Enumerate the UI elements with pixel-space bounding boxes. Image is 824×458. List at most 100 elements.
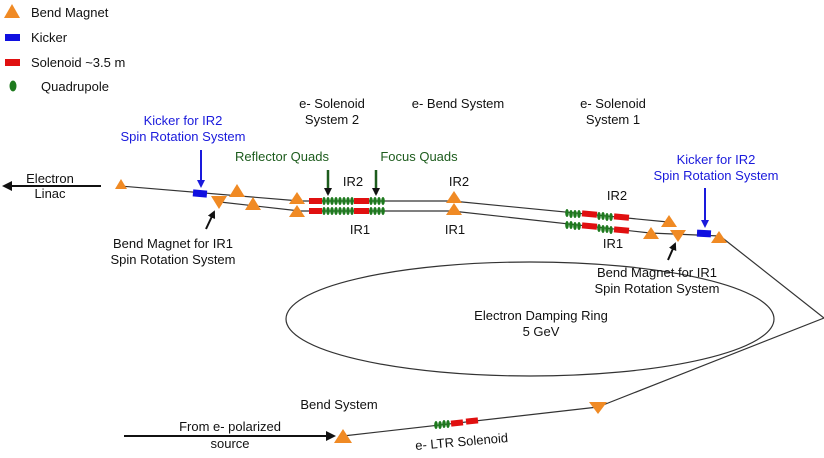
beamline-return xyxy=(597,317,824,408)
quadrupoles xyxy=(322,197,613,429)
beamline-ir2-to-right xyxy=(451,200,669,223)
kicker-right-label: Spin Rotation System xyxy=(653,168,778,183)
quadrupole xyxy=(342,207,346,215)
kicker-left-label: Spin Rotation System xyxy=(120,129,245,144)
kicker-right xyxy=(696,229,712,238)
legend-bend-magnet-icon xyxy=(4,4,20,18)
ir1-label: IR1 xyxy=(603,236,623,251)
quadrupole xyxy=(577,210,581,218)
quadrupole xyxy=(334,207,338,215)
quadrupole xyxy=(601,212,605,220)
bend-magnet xyxy=(670,230,686,242)
beamline-lower-branch xyxy=(219,201,301,212)
quadrupole xyxy=(330,197,334,205)
quadrupole xyxy=(438,421,442,429)
quadrupole xyxy=(565,209,569,217)
electron-damping-ring xyxy=(285,261,775,377)
quadrupole xyxy=(330,207,334,215)
quadrupole xyxy=(605,225,609,233)
quadrupole xyxy=(369,207,373,215)
solenoid xyxy=(354,208,369,214)
quadrupole xyxy=(373,197,377,205)
bend-ir1-left-label: Bend Magnet for IR1 xyxy=(113,236,233,251)
bend-magnet xyxy=(245,197,261,210)
solenoid xyxy=(450,419,464,427)
bend-magnet xyxy=(711,231,727,243)
bend-magnet xyxy=(589,402,607,414)
reflector-quads-label: Reflector Quads xyxy=(235,149,329,164)
solenoid xyxy=(465,417,479,425)
quadrupole xyxy=(601,225,605,233)
kicker-left xyxy=(192,189,208,198)
quadrupole xyxy=(369,197,373,205)
quadrupole xyxy=(573,210,577,218)
bend-magnet xyxy=(229,184,245,197)
legend-solenoid-icon xyxy=(5,59,20,66)
bend-magnet xyxy=(289,205,305,217)
quadrupole xyxy=(381,207,385,215)
ir2-label: IR2 xyxy=(449,174,469,189)
solenoid xyxy=(613,213,630,221)
solenoid xyxy=(354,198,369,204)
quadrupole xyxy=(350,207,354,215)
solenoid-system-1-label: e- Solenoid xyxy=(580,96,646,111)
quadrupole xyxy=(577,222,581,230)
quadrupole xyxy=(597,224,601,232)
quadrupole xyxy=(377,207,381,215)
kicker-right-label: Kicker for IR2 xyxy=(677,152,756,167)
beamline-linac-to-ir xyxy=(119,185,301,202)
legend-quadrupole-label: Quadrupole xyxy=(41,79,109,94)
solenoid xyxy=(581,210,598,218)
solenoids xyxy=(309,198,630,427)
bend-ir1-left-label: Spin Rotation System xyxy=(110,252,235,267)
legend: Bend Magnet Kicker Solenoid ~3.5 m Quadr… xyxy=(4,4,125,94)
quadrupole xyxy=(565,221,569,229)
quadrupole xyxy=(326,207,330,215)
ltr-solenoid-label: e- LTR Solenoid xyxy=(415,430,509,453)
bend-ir1-left-arrow xyxy=(205,210,216,230)
bend-magnet xyxy=(446,191,462,203)
solenoid xyxy=(581,222,598,230)
quadrupole xyxy=(609,213,613,221)
quadrupole xyxy=(350,197,354,205)
focus-quads-label: Focus Quads xyxy=(380,149,458,164)
bend-ir1-right-label: Bend Magnet for IR1 xyxy=(597,265,717,280)
legend-quadrupole-icon xyxy=(9,80,17,92)
quadrupole xyxy=(446,420,450,428)
solenoid xyxy=(309,208,322,214)
quadrupole xyxy=(322,207,326,215)
damping-ring-energy: 5 GeV xyxy=(523,324,560,339)
quadrupole xyxy=(605,213,609,221)
quadrupole xyxy=(377,197,381,205)
ir1-label: IR1 xyxy=(350,222,370,237)
quadrupole xyxy=(569,221,573,229)
quadrupole xyxy=(434,421,438,429)
quadrupole xyxy=(442,420,446,428)
polarized-source-label: From e- polarized xyxy=(179,419,281,434)
polarized-source-label: source xyxy=(210,436,249,451)
bend-magnet xyxy=(661,215,677,227)
bend-magnet xyxy=(211,196,227,209)
quadrupole xyxy=(338,197,342,205)
quadrupole xyxy=(346,197,350,205)
legend-bend-magnet-label: Bend Magnet xyxy=(31,5,109,20)
bend-magnet xyxy=(115,179,127,189)
beamlines xyxy=(119,185,824,437)
bend-system-top-label: e- Bend System xyxy=(412,96,505,111)
bend-magnet xyxy=(643,227,659,239)
solenoid-system-1-label: System 1 xyxy=(586,112,640,127)
solenoid xyxy=(613,226,630,234)
ir2-label: IR2 xyxy=(607,188,627,203)
legend-kicker-icon xyxy=(5,34,20,41)
quadrupole xyxy=(569,210,573,218)
solenoid-system-2-label: System 2 xyxy=(305,112,359,127)
bend-system-bottom-label: Bend System xyxy=(300,397,377,412)
solenoid xyxy=(309,198,322,204)
bend-ir1-right-label: Spin Rotation System xyxy=(594,281,719,296)
quadrupole xyxy=(381,197,385,205)
electron-linac-label: Electron xyxy=(26,171,74,186)
bend-magnets xyxy=(115,179,727,443)
ir2-label: IR2 xyxy=(343,174,363,189)
bend-ir1-right-arrow xyxy=(667,242,677,261)
